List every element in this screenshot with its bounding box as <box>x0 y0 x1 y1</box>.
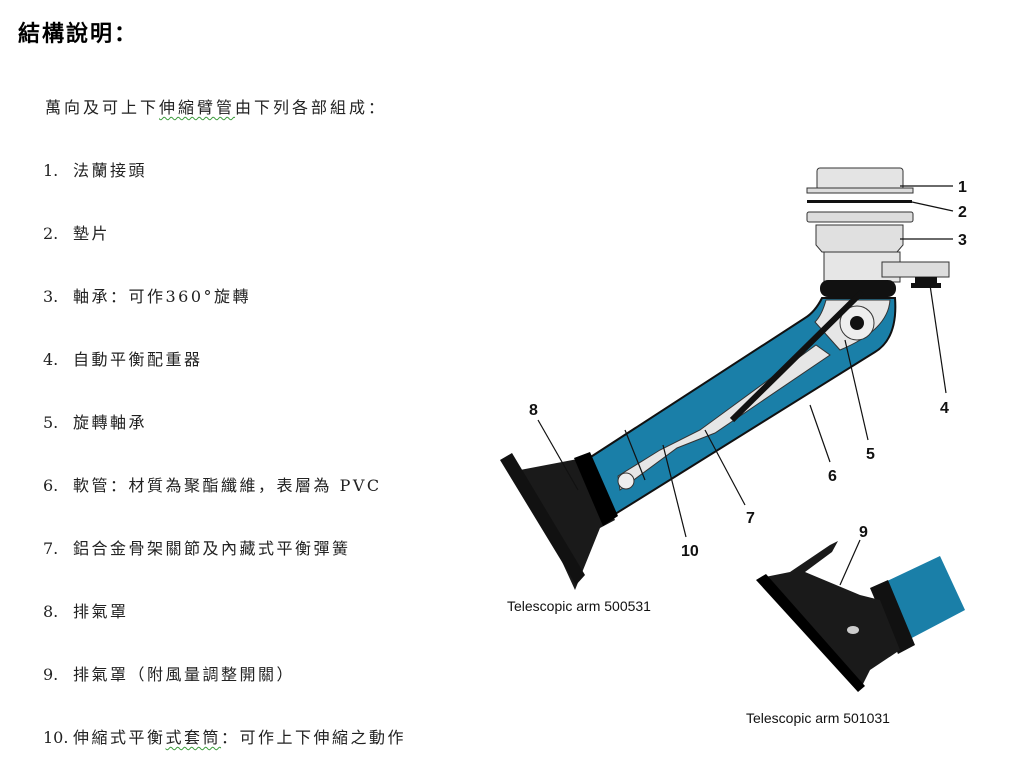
exhaust-hood <box>500 452 618 590</box>
item-text: 伸縮式平衡 <box>73 728 166 747</box>
list-item: 3. 軸承：可作360°旋轉 <box>43 283 251 307</box>
label-2: 2 <box>958 204 967 221</box>
item-text: 法蘭接頭 <box>73 161 148 180</box>
item-text: ：可作上下伸縮之動作 <box>221 728 407 747</box>
label-10: 10 <box>681 543 699 560</box>
list-item: 8. 排氣罩 <box>43 598 129 622</box>
intro-underlined: 伸縮臂管 <box>159 98 236 117</box>
item-number: 2. <box>43 224 59 243</box>
label-1: 1 <box>958 179 967 196</box>
item-number: 8. <box>43 602 59 621</box>
aluminum-skeleton <box>617 344 831 491</box>
counterweight <box>881 261 950 288</box>
item-text: 鋁合金骨架關節及內藏式平衡彈簧 <box>73 539 351 558</box>
item-text: 墊片 <box>73 224 111 243</box>
gasket <box>807 200 912 203</box>
list-item: 4. 自動平衡配重器 <box>43 346 203 370</box>
item-number: 9. <box>43 665 59 684</box>
list-item: 9. 排氣罩（附風量調整開關） <box>43 661 295 685</box>
list-item: 10.伸縮式平衡式套筒：可作上下伸縮之動作 <box>43 724 406 748</box>
list-item: 5. 旋轉軸承 <box>43 409 147 433</box>
list-item: 6. 軟管：材質為聚酯纖維，表層為 PVC <box>43 472 382 496</box>
label-8: 8 <box>529 402 538 419</box>
list-item: 1. 法蘭接頭 <box>43 157 147 181</box>
intro-after: 由下列各部組成： <box>235 98 388 117</box>
intro-text: 萬向及可上下伸縮臂管由下列各部組成： <box>45 94 387 118</box>
label-6: 6 <box>828 468 837 485</box>
page-title: 結構說明： <box>18 21 139 47</box>
list-item: 7. 鋁合金骨架關節及內藏式平衡彈簧 <box>43 535 351 559</box>
label-4: 4 <box>940 400 949 417</box>
item-number: 1. <box>43 161 59 180</box>
flange-connector <box>806 167 914 194</box>
item-text: 排氣罩 <box>73 602 129 621</box>
item-text: 軟管：材質為聚酯纖維，表層為 PVC <box>73 476 382 495</box>
item-text: 軸承：可作360°旋轉 <box>73 287 252 306</box>
caption-500531: Telescopic arm 500531 <box>507 598 651 614</box>
item-text: 自動平衡配重器 <box>73 350 203 369</box>
exhaust-hood-with-damper <box>756 541 965 692</box>
item-text-underlined: 式套筒 <box>165 728 222 747</box>
telescopic-arm-diagram: 1 2 3 4 5 6 7 8 9 10 Telescopic arm 5005… <box>500 167 967 726</box>
item-number: 7. <box>43 539 59 558</box>
label-7: 7 <box>746 510 755 527</box>
caption-501031: Telescopic arm 501031 <box>746 710 890 726</box>
item-number: 10. <box>43 728 69 747</box>
item-number: 5. <box>43 413 59 432</box>
leader-lines <box>537 185 954 586</box>
item-number: 3. <box>43 287 59 306</box>
list-item: 2. 墊片 <box>43 220 110 244</box>
item-text: 旋轉軸承 <box>73 413 148 432</box>
item-number: 6. <box>43 476 59 495</box>
intro-before: 萬向及可上下 <box>45 98 160 117</box>
item-text: 排氣罩（附風量調整開關） <box>73 665 296 684</box>
label-9: 9 <box>859 524 868 541</box>
label-5: 5 <box>866 446 875 463</box>
label-3: 3 <box>958 232 967 249</box>
item-number: 4. <box>43 350 59 369</box>
